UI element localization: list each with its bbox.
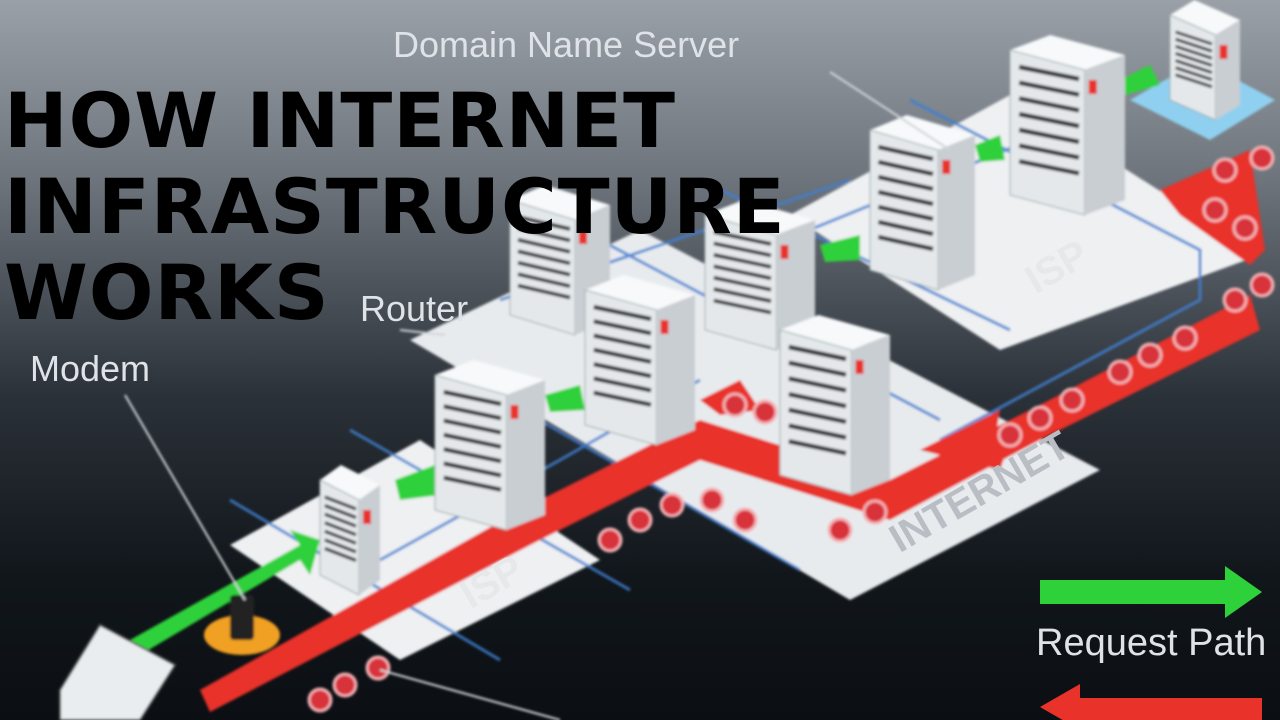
server-status-light xyxy=(1219,45,1228,59)
data-packet xyxy=(307,687,333,713)
data-packet xyxy=(659,492,685,518)
data-packet xyxy=(1249,272,1275,298)
server-tower xyxy=(779,315,890,496)
data-packet xyxy=(827,517,853,543)
server-tower xyxy=(584,275,695,446)
data-packet xyxy=(1222,287,1248,313)
server-tower xyxy=(509,185,610,336)
server-status-light xyxy=(1088,80,1097,94)
data-packet xyxy=(699,487,725,513)
router-label: Router xyxy=(360,288,469,329)
data-packet xyxy=(1027,405,1053,431)
server-status-light xyxy=(780,245,789,259)
server-tower xyxy=(434,360,545,531)
data-packet xyxy=(365,655,391,681)
data-packet xyxy=(1232,215,1258,241)
data-packet xyxy=(1172,325,1198,351)
server-tower xyxy=(704,200,815,351)
request-path-arrow xyxy=(1040,566,1262,618)
data-packet xyxy=(1059,387,1085,413)
dns-label: Domain Name Server xyxy=(393,24,740,65)
title-line: INFRASTRUCTURE xyxy=(4,162,786,251)
response-path-arrow xyxy=(1040,684,1262,720)
title-line: HOW INTERNET xyxy=(4,76,677,165)
server-tower xyxy=(319,465,380,596)
server-status-light xyxy=(579,230,587,244)
data-packet xyxy=(1212,157,1238,183)
server-status-light xyxy=(855,360,864,374)
server-status-light xyxy=(363,510,371,524)
legend-request-path-label: Request Path xyxy=(1036,622,1267,664)
modem-label: Modem xyxy=(30,348,151,389)
server-status-light xyxy=(510,405,519,419)
server-tower xyxy=(869,115,975,291)
page-title: HOW INTERNET INFRASTRUCTURE WORKS xyxy=(4,78,786,336)
data-packet xyxy=(752,399,778,425)
data-packet xyxy=(332,672,358,698)
server-status-light xyxy=(660,320,669,334)
data-packets xyxy=(307,145,1275,713)
modem-icon xyxy=(230,595,254,640)
data-packet xyxy=(1107,359,1133,385)
request-path xyxy=(130,65,1160,655)
data-packet xyxy=(862,499,888,525)
data-packet xyxy=(1202,197,1228,223)
data-packet xyxy=(597,527,623,553)
data-packet xyxy=(627,507,653,533)
data-packet xyxy=(722,392,748,418)
data-packet xyxy=(732,507,758,533)
dns-server xyxy=(1169,0,1240,121)
server-tower xyxy=(1009,35,1125,216)
computer-icon xyxy=(59,623,177,720)
data-packet xyxy=(1249,145,1275,171)
data-packet xyxy=(1137,342,1163,368)
server-status-light xyxy=(942,160,951,174)
data-packet xyxy=(997,422,1023,448)
title-line: WORKS xyxy=(4,248,330,337)
